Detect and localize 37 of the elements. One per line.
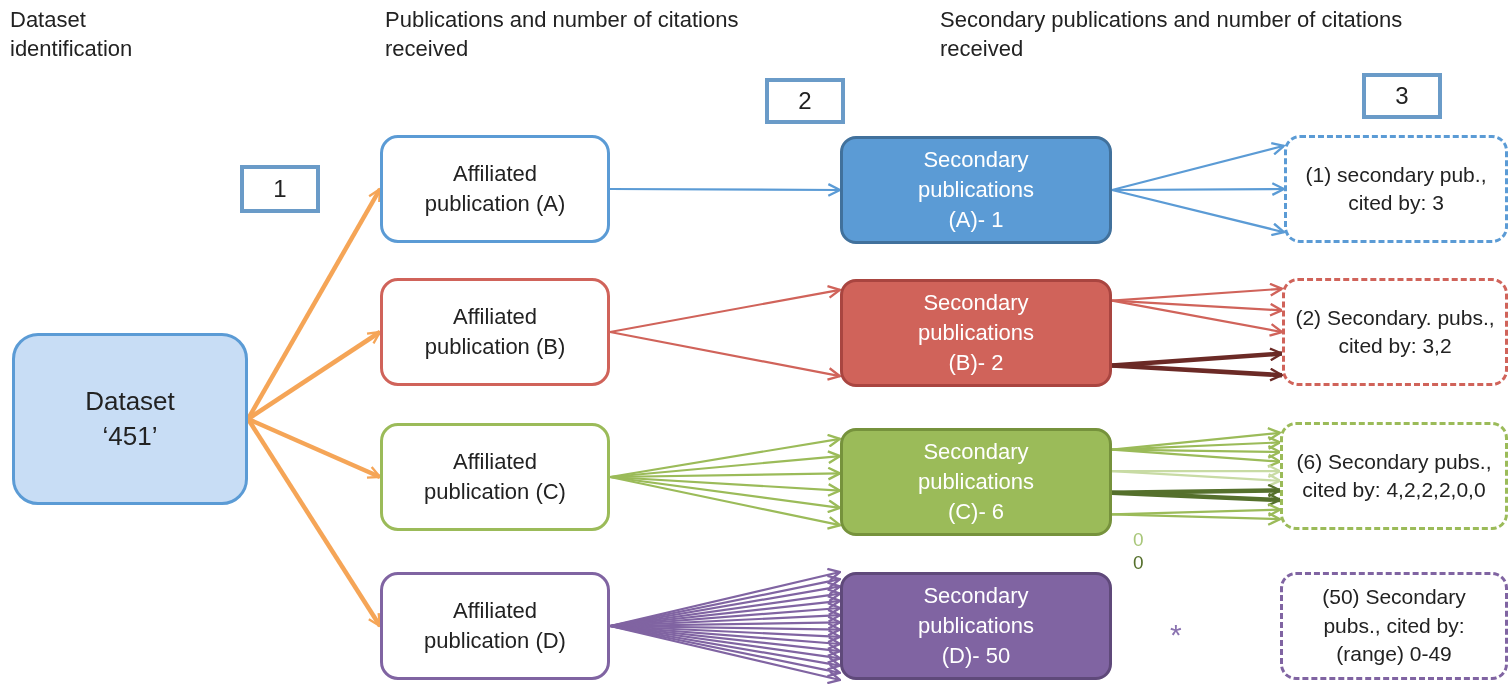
arrow <box>1111 435 1282 451</box>
arrow <box>1111 470 1282 488</box>
secondary-publications-box: Secondary publications (B)- 2 <box>840 279 1112 387</box>
citation-summary-box: (50) Secondary pubs., cited by: (range) 0-49 <box>1280 572 1508 680</box>
arrow <box>1111 299 1284 337</box>
asterisk-mark: * <box>1170 617 1183 653</box>
count-label: 0 <box>1133 528 1145 552</box>
arrow <box>1111 282 1284 302</box>
citation-summary-box: (6) Secondary pubs., cited by: 4,2,2,2,0,0 <box>1280 422 1508 530</box>
publication-box: Affiliated publication (B) <box>380 278 610 386</box>
citation-summary-box: (2) Secondary. pubs., cited by: 3,2 <box>1282 278 1508 386</box>
arrow <box>609 330 842 381</box>
column-heading: Dataset identification <box>10 6 134 63</box>
secondary-publications-box: Secondary publications (D)- 50 <box>840 572 1112 680</box>
arrow <box>1111 188 1286 237</box>
arrow <box>1111 363 1284 382</box>
column-heading: Secondary publications and number of citations received <box>940 6 1404 63</box>
arrow <box>1111 141 1286 192</box>
arrow <box>609 433 842 479</box>
secondary-publications-box: Secondary publications (A)- 1 <box>840 136 1112 244</box>
publication-box: Affiliated publication (C) <box>380 423 610 531</box>
publication-box: Affiliated publication (A) <box>380 135 610 243</box>
secondary-publications-box: Secondary publications (C)- 6 <box>840 428 1112 536</box>
arrow <box>1111 490 1282 507</box>
count-label: 0 <box>1133 551 1145 575</box>
arrow <box>610 182 842 197</box>
dataset-box: Dataset ‘451’ <box>12 333 248 505</box>
step-number-box: 3 <box>1362 73 1442 119</box>
arrow <box>1111 448 1282 468</box>
publication-box: Affiliated publication (D) <box>380 572 610 680</box>
arrow <box>609 475 842 530</box>
arrow <box>1111 511 1282 526</box>
step-number-box: 2 <box>765 78 845 124</box>
citation-summary-box: (1) secondary pub., cited by: 3 <box>1284 135 1508 243</box>
column-heading: Publications and number of citations received <box>385 6 740 63</box>
arrow <box>609 285 842 334</box>
step-number-box: 1 <box>240 165 320 213</box>
